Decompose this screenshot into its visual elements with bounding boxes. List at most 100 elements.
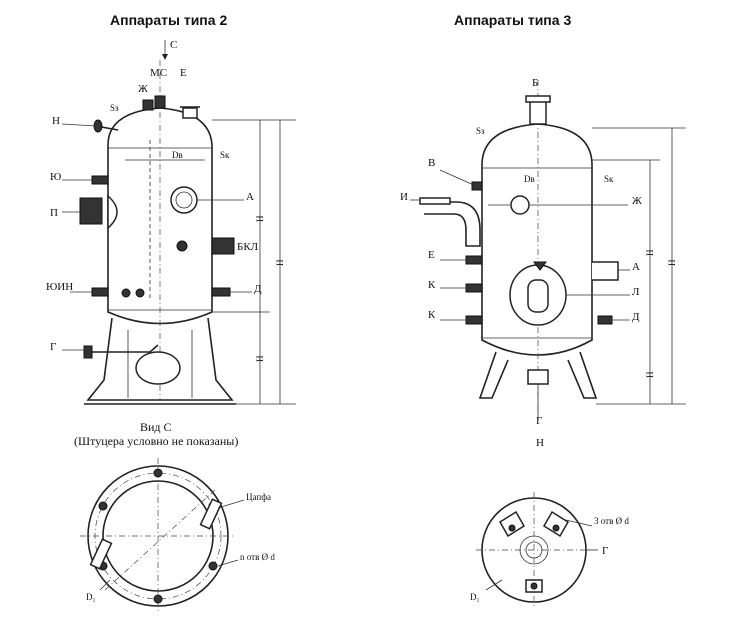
label-h-3: Н [667, 259, 677, 266]
label-holes-3: 3 отв Ø d [594, 516, 629, 526]
label-mc: МС [150, 67, 167, 79]
plan3-hole-2 [552, 524, 560, 532]
label-d: Д [254, 283, 262, 295]
nozzle-zh [142, 99, 154, 111]
leader-holes [217, 559, 239, 567]
leader-n [61, 123, 97, 127]
label-sk: Sк [220, 150, 230, 160]
label-l: Л [632, 286, 640, 298]
vessel-type-3: Б Sз В Dв Sк И Ж Е А К Л К Д Г Н Н Н Н [400, 77, 686, 449]
label-b: Б [532, 77, 538, 89]
manhole-a-inner [175, 191, 193, 209]
view-c-arrowhead [162, 54, 168, 60]
vessel-shell [107, 107, 213, 325]
nozzle-g-bottom [527, 369, 549, 385]
nozzle-b-flange [525, 95, 551, 103]
label-g-3: Г [536, 415, 542, 427]
label-tsapfa: Цапфа [246, 492, 271, 502]
label-yuin: ЮИН [46, 281, 73, 293]
skirt-support [86, 317, 234, 401]
label-i: И [400, 191, 408, 203]
leader-d1 [99, 579, 111, 591]
label-k2: К [428, 309, 436, 321]
manhole-l-inner [527, 279, 549, 313]
nozzle-k2 [465, 315, 483, 325]
plan-bolt-1 [153, 468, 163, 478]
label-zh-3: Ж [632, 195, 642, 207]
label-zh: Ж [138, 83, 148, 95]
title-type-3: Аппараты типа 3 [454, 12, 572, 28]
plan3-leg-1 [498, 510, 526, 538]
manhole-p [107, 194, 118, 230]
nozzle-g-pipe [84, 344, 159, 353]
label-holes: n отв Ø d [240, 552, 275, 562]
label-sz-3: Sз [476, 126, 485, 136]
nozzle-mc [154, 95, 166, 109]
sight-glass [510, 195, 530, 215]
label-d1-3: D₁ [470, 592, 480, 602]
inlet-pipe [424, 201, 481, 247]
label-a-3: А [632, 261, 640, 273]
nozzle-d-3 [597, 315, 613, 325]
label-h2-3: Н [645, 371, 655, 378]
vessel-type-2: С МС Е Ж Н Sз Dв Sк Ю П А БКЛ ЮИН Д Г Н … [46, 39, 296, 405]
label-bkl: БКЛ [237, 241, 259, 253]
label-c: С [170, 39, 177, 51]
label-h: Н [275, 259, 285, 266]
label-d1: D₁ [86, 592, 96, 602]
plan-trunnion-2 [89, 538, 113, 570]
label-d-3: Д [632, 311, 640, 323]
view-c-title: Вид С [140, 420, 172, 434]
label-g-plan: Г [602, 545, 608, 557]
label-yu: Ю [50, 171, 61, 183]
plan-view-type-3: 3 отв Ø d Г D₁ [470, 492, 629, 608]
inlet-flange [419, 197, 451, 205]
skirt-opening [135, 351, 181, 385]
label-n: Н [52, 115, 60, 127]
label-p: П [50, 207, 58, 219]
label-e-3: Е [428, 249, 435, 261]
nozzle-d [211, 287, 231, 297]
plan-trunnion-1 [199, 498, 223, 530]
label-dv: Dв [172, 150, 183, 160]
plan-bolt-3 [208, 561, 218, 571]
label-g: Г [50, 341, 56, 353]
manhole-a [170, 186, 198, 214]
leader-holes-3 [565, 519, 593, 527]
nozzle-yuin [91, 287, 109, 297]
label-k1: К [428, 279, 436, 291]
label-h1: Н [255, 215, 265, 222]
label-dv-3: Dв [524, 174, 535, 184]
nozzle-e-3 [465, 255, 483, 265]
nozzle-center [176, 240, 188, 252]
nozzle-e [182, 107, 198, 119]
vessel-shell-3 [481, 123, 593, 356]
label-n-3: Н [536, 437, 544, 449]
plan3-leg-2 [542, 510, 570, 538]
leader-tsapfa [217, 499, 245, 509]
nozzle-k1 [465, 283, 483, 293]
plan-view-c: Цапфа n отв Ø d D₁ [80, 458, 275, 614]
leg-right [567, 351, 598, 399]
plan3-hole-1 [508, 524, 516, 532]
label-sz: Sз [110, 103, 119, 113]
plan-diag [104, 489, 216, 591]
title-type-2: Аппараты типа 2 [110, 12, 228, 28]
label-a: А [246, 191, 254, 203]
nozzle-v-inner [471, 181, 483, 191]
leg-left [478, 351, 509, 399]
leader-d1-3 [485, 579, 503, 591]
label-sk-3: Sк [604, 174, 614, 184]
manhole-hinge [533, 261, 547, 271]
plan-bolt-4 [153, 594, 163, 604]
plan-bolt-6 [98, 501, 108, 511]
nozzle-bkl [211, 237, 235, 255]
nozzle-a-3 [592, 261, 619, 281]
view-c-note: (Штуцера условно не показаны) [74, 434, 239, 448]
nozzle-low-1 [121, 288, 131, 298]
label-e: Е [180, 67, 187, 79]
nozzle-low-2 [135, 288, 145, 298]
leader-v [439, 169, 477, 187]
